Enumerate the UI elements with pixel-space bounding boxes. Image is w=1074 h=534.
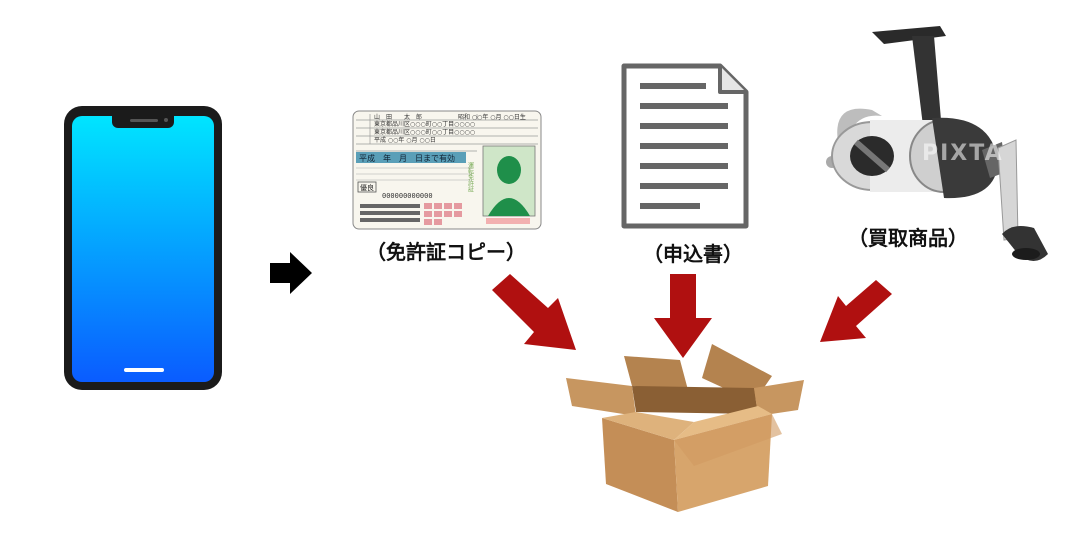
arrow-down-left-icon: [820, 280, 892, 342]
purchase-item-label: （買取商品）: [848, 226, 968, 250]
license-card-icon: 山 田 太 郎 昭和 ○○年 ○月 ○○日生 東京都品川区○○○町○○丁目○○○…: [352, 110, 542, 230]
license-category: 優良: [360, 183, 374, 192]
smartphone-icon: [64, 106, 222, 390]
license-address-line: 東京都品川区○○○町○○丁目○○○○: [374, 120, 475, 128]
license-name-line: 山 田 太 郎 昭和 ○○年 ○月 ○○日生: [374, 113, 526, 121]
license-date-line: 平成 ○○年 ○月 ○○日: [374, 136, 436, 144]
license-address-line: 東京都品川区○○○町○○丁目○○○○: [374, 128, 475, 136]
license-copy-label: （免許証コピー）: [366, 240, 526, 264]
right-arrow-icon: [270, 252, 312, 294]
cardboard-box-icon: [566, 344, 804, 512]
license-side-text: 運転免許証: [467, 162, 474, 193]
arrow-down-right-icon: [492, 274, 576, 350]
application-form-label: （申込書）: [643, 242, 743, 266]
fishing-reel-icon: PIXTA: [826, 26, 1048, 261]
document-icon: [621, 63, 749, 229]
license-number: 000000000000: [382, 192, 433, 200]
arrow-down-icon: [654, 274, 712, 358]
pixta-watermark: PIXTA: [922, 141, 1004, 166]
license-validity: 平成 年 月 日まで有効: [359, 153, 455, 163]
